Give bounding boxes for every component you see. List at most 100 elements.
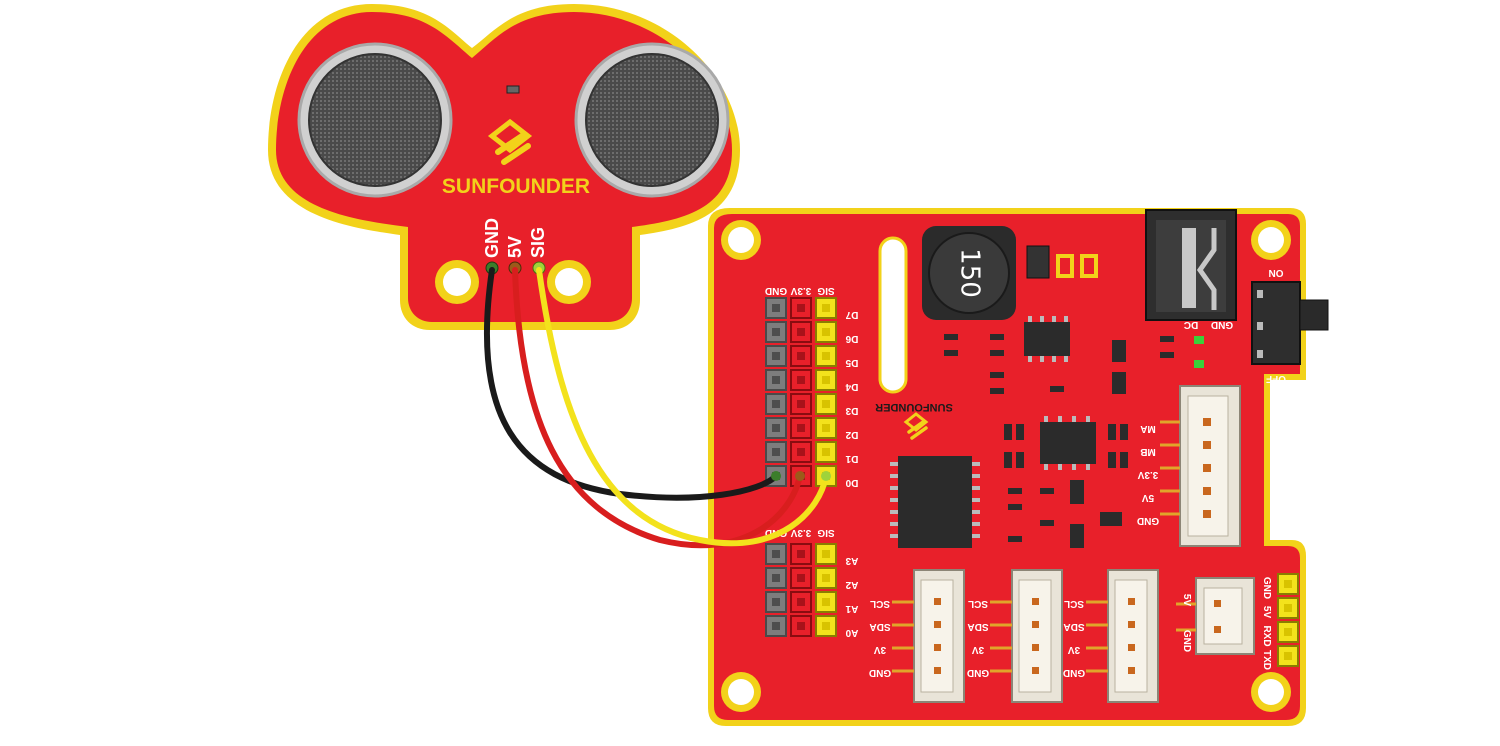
digital-header-pin-socket [822,400,830,408]
digital-header-pin-socket [822,352,830,360]
digital-header-pin-socket [772,328,780,336]
analog-header-pin-socket [822,574,830,582]
i2c-connector-pin [934,644,941,651]
i2c-connector[interactable]: SCL SDA 3V GND [1063,569,1159,703]
i2c-connector-pin [1032,598,1039,605]
analog-header-row-label: A2 [845,579,858,590]
sensor-brand-text: SUNFOUNDER [442,175,590,198]
i2c-connector-pin [1128,598,1135,605]
uart-conn-label-gnd: GND [1181,630,1192,652]
board-slot [878,236,908,394]
switch-label-on: ON [1269,267,1284,278]
i2c-connector-label: SCL [968,598,988,609]
digital-col-label-sig: SIG [817,285,834,296]
i2c-connector-pin [1128,621,1135,628]
sensor-mount-hole-right [547,260,591,304]
uart-header-pin-socket [1284,580,1292,588]
motor-connector-label: 3.3V [1137,469,1158,480]
smd-components [944,334,1174,548]
analog-header-pin-socket [822,598,830,606]
uart-connector[interactable] [1176,577,1255,655]
motor-connector-pin [1203,441,1211,449]
left-transducer [297,42,453,198]
analog-col-label-sig: SIG [817,527,834,538]
i2c-connector-label: 3V [972,644,985,655]
analog-header-pin-socket [797,574,805,582]
dc-power-jack[interactable] [1145,209,1237,321]
digital-header-pin-socket [772,352,780,360]
digital-header-pin-socket [797,328,805,336]
digital-header-row-label: D0 [845,477,858,488]
i2c-connector-label: SDA [1063,621,1084,632]
i2c-connector-pin [934,598,941,605]
right-transducer [574,42,730,198]
digital-header-pin-socket [797,400,805,408]
digital-header-pin-socket [822,424,830,432]
analog-header-pin-socket [797,622,805,630]
uart-header-pin-socket [1284,652,1292,660]
analog-col-label-3v3: 3.3V [790,527,811,538]
board-logo-icon [903,412,929,440]
digital-header-row-label: D1 [845,453,858,464]
digital-header-pin-socket [822,448,830,456]
sensor-pin-label-sig: SIG [528,227,548,258]
i2c-connector-inner [920,579,954,693]
digital-header-pin-socket [797,376,805,384]
i2c-connector-label: SCL [1064,598,1084,609]
wire-gnd [483,267,779,501]
jack-label-dc: DC [1184,319,1198,330]
board-mount-hole-br [1251,672,1291,712]
wire-end-gnd [771,471,781,481]
digital-header-pin-socket [822,376,830,384]
ic-main-chip [890,456,980,548]
digital-header-pin-socket [797,352,805,360]
digital-header-pin-socket [797,304,805,312]
uart-conn-label-5v: 5V [1181,594,1192,607]
analog-header-row-label: A0 [845,627,858,638]
analog-header-pin-socket [772,598,780,606]
analog-header-row-label: A3 [845,555,858,566]
power-switch[interactable] [1251,281,1329,365]
status-leds [1194,336,1204,368]
i2c-connector-label: 3V [1068,644,1081,655]
i2c-connector-label: SCL [870,598,890,609]
capacitor [1026,245,1050,279]
digital-header-pin-socket [772,424,780,432]
inductor-label: 150 [955,248,985,298]
i2c-connector-label: GND [967,667,989,678]
i2c-connector-pin [1128,667,1135,674]
ic-regulator [1024,316,1070,362]
digital-header-pin-socket [797,424,805,432]
i2c-connector-pin [934,621,941,628]
digital-header-row-label: D3 [845,405,858,416]
analog-header-pin-socket [797,550,805,558]
board-brand-text: SUNFOUNDER [875,401,953,413]
jack-label-gnd: GND [1211,319,1233,330]
switch-label-off: OFF [1266,373,1286,384]
motor-connector-label: MA [1140,423,1156,434]
sunfounder-logo-icon [487,118,533,165]
analog-header-pin-socket [822,622,830,630]
sensor-pin-label-gnd: GND [482,218,502,258]
i2c-connector-label: GND [869,667,891,678]
digital-header-row-label: D6 [845,333,858,344]
analog-header-row-label: A1 [845,603,858,614]
digital-header-pin-socket [772,400,780,408]
i2c-connector-label: GND [1063,667,1085,678]
analog-header-pin-socket [797,598,805,606]
i2c-connector-label: 3V [874,644,887,655]
digital-header-row-label: D2 [845,429,858,440]
motor-connector-label: 5V [1142,492,1155,503]
ultrasonic-sensor-module: SUNFOUNDER GND 5V SIG [268,4,740,330]
uart-header-label: RXD [1261,625,1272,646]
digital-header-pin-socket [772,376,780,384]
i2c-connector-pin [1032,621,1039,628]
wire-end-5v [795,471,805,481]
digital-header-row-label: D4 [845,381,858,392]
motor-connector-pin [1203,487,1211,495]
